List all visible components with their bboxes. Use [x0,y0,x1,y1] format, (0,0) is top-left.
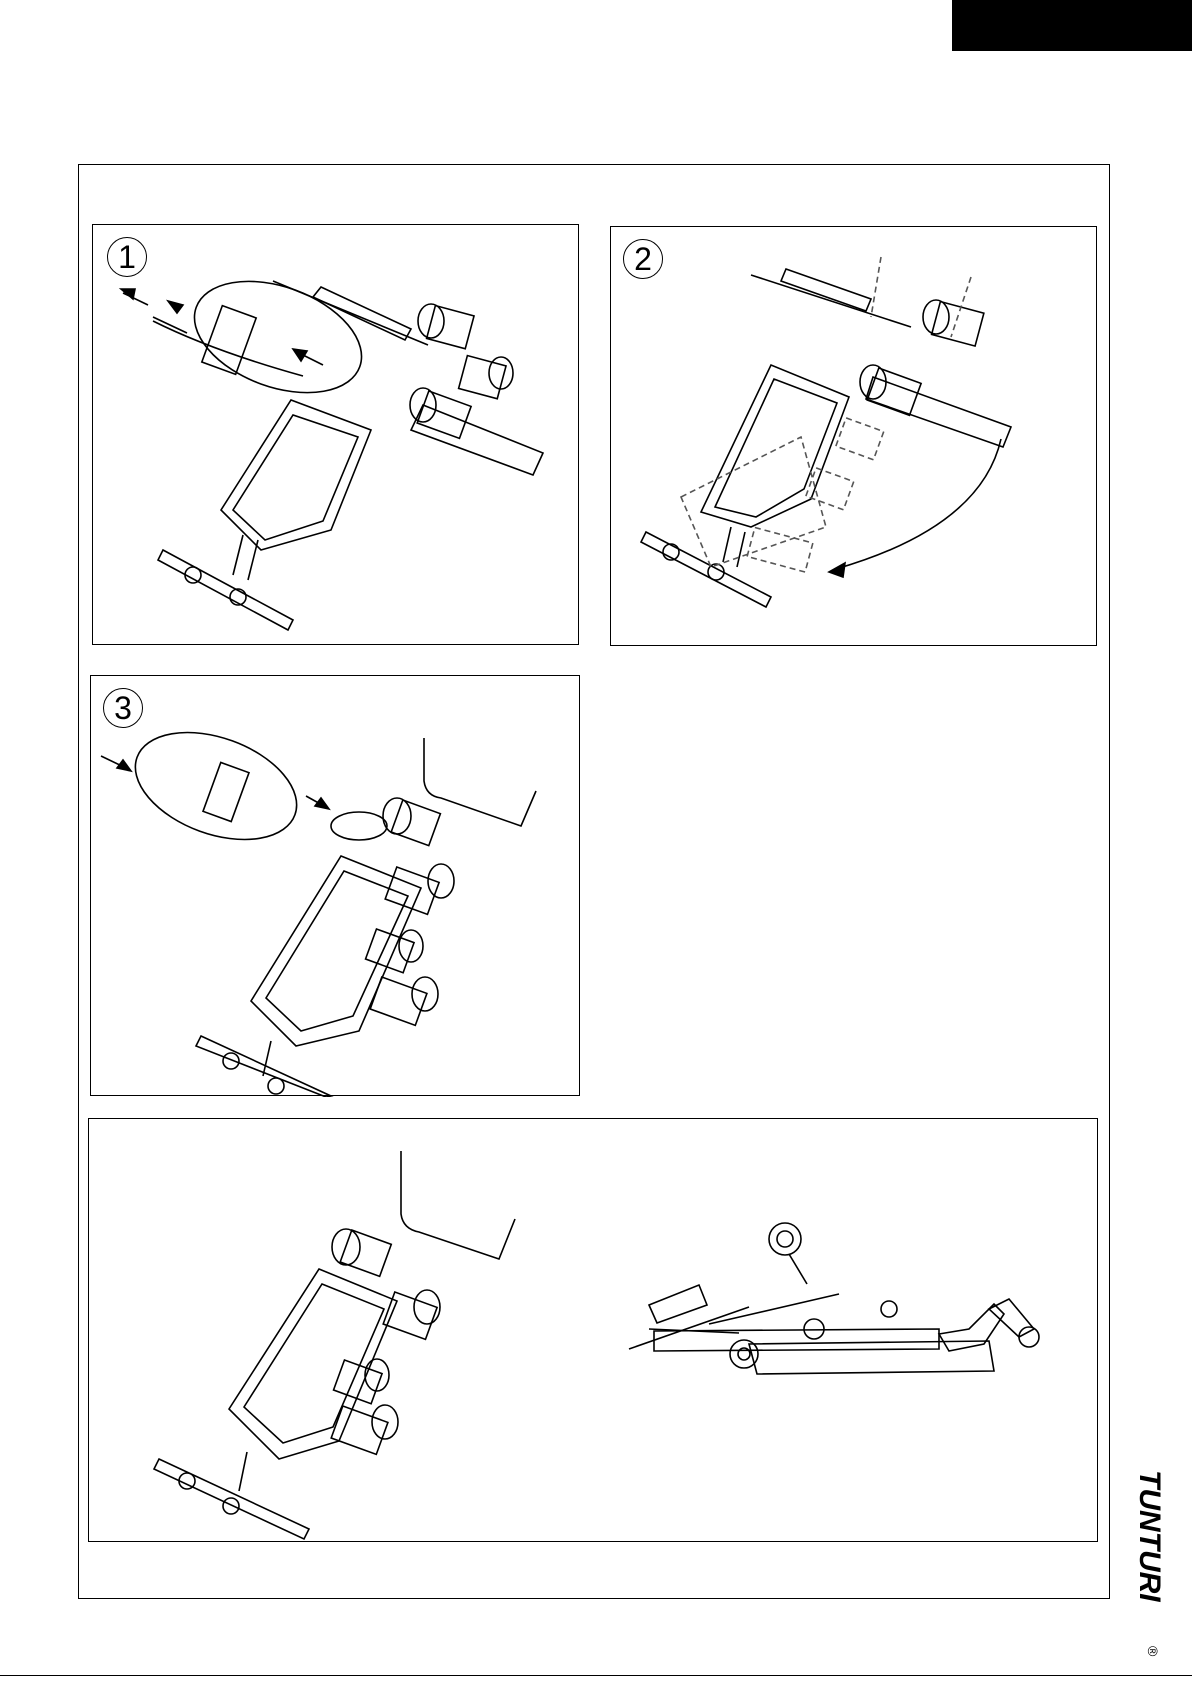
final-assembly-panel [88,1118,1098,1542]
perspective-bench-view [154,1151,515,1539]
step-panel-1: 1 [92,224,579,645]
step-panel-2: 2 [610,226,1097,646]
bench-illustration-step-2 [611,227,1098,647]
brand-wordmark: TUNTURI [1133,1470,1166,1602]
bench-illustration-step-3 [91,676,581,1097]
registered-mark: ® [1145,1646,1161,1657]
side-folded-bench-view [629,1223,1039,1374]
bench-illustration-step-1 [93,225,580,646]
step-panel-3: 3 [90,675,580,1096]
assembled-bench-illustrations [89,1119,1099,1543]
footer-rule [0,1675,1192,1676]
page-corner-tab [952,0,1192,51]
tunturi-logo: TUNTURI ® [1128,1470,1180,1690]
